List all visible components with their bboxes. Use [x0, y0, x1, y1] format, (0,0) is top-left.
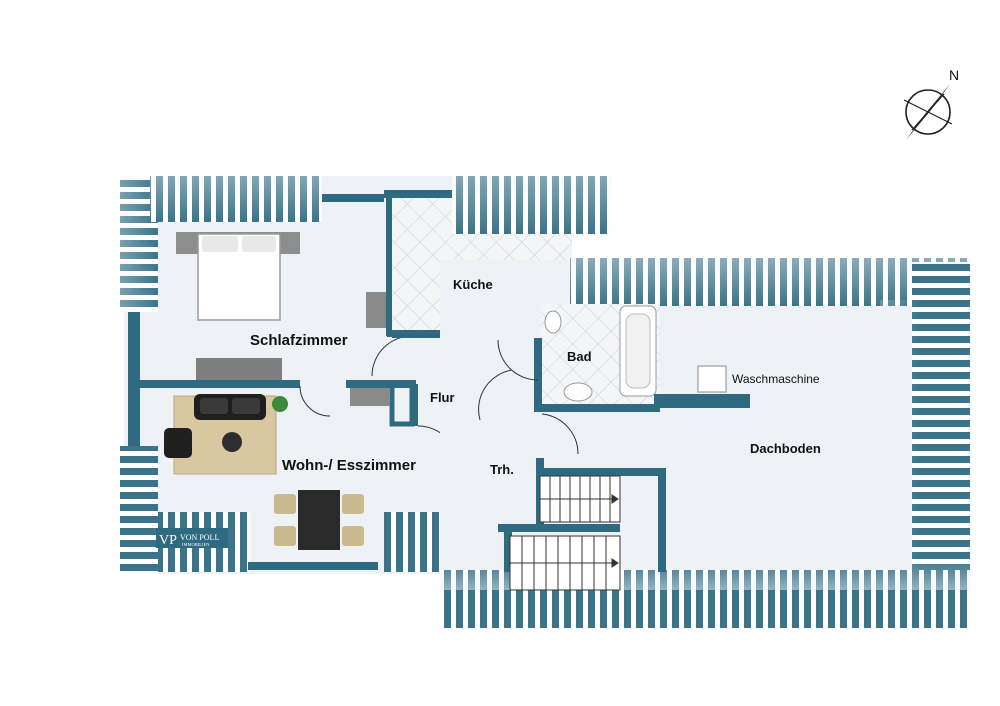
logo-name: VON POLL [180, 533, 219, 542]
washing-machine [697, 365, 727, 393]
toilet [544, 310, 562, 334]
room-label-flur: Flur [430, 390, 455, 405]
compass: N [903, 67, 959, 140]
room-label-wohn-esszimmer: Wohn-/ Esszimmer [282, 457, 416, 474]
logo-initials: VP [159, 533, 177, 548]
room-label-schlafzimmer: Schlafzimmer [250, 332, 348, 349]
right-building [440, 258, 970, 628]
compass-north-label: N [949, 67, 959, 83]
von-poll-logo: VP VON POLL IMMOBILIEN [156, 528, 228, 548]
plant-icon [272, 396, 288, 412]
bathroom-sink [563, 382, 593, 402]
fixture-label-waschmaschine: Waschmaschine [732, 372, 820, 386]
sideboard [350, 388, 390, 406]
stairs [509, 475, 621, 591]
room-label-bad: Bad [567, 349, 592, 364]
coffee-table [222, 432, 242, 452]
room-label-treppenhaus: Trh. [490, 462, 514, 477]
wardrobe [366, 292, 386, 328]
dresser [196, 358, 282, 380]
room-label-dachboden: Dachboden [750, 441, 821, 456]
roof-slope-left-lower [120, 446, 158, 574]
armchair [164, 428, 192, 458]
dining-table [274, 490, 364, 550]
bed [176, 232, 300, 321]
sofa-area [164, 394, 288, 475]
room-label-kueche: Küche [453, 277, 493, 292]
logo-subtitle: IMMOBILIEN [182, 542, 210, 547]
